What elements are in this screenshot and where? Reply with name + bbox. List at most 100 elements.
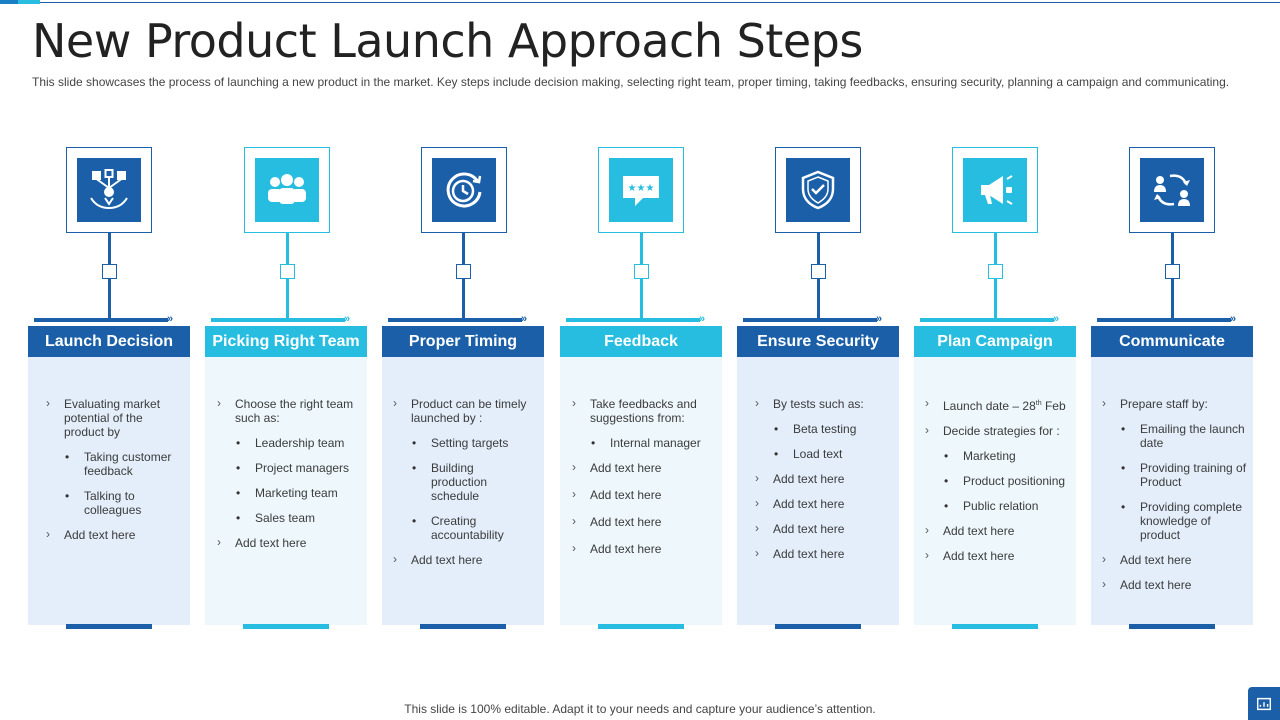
icon-frame [421, 147, 507, 233]
list-item: Take feedbacks and suggestions from: [572, 396, 712, 425]
double-chevron-icon: » [876, 313, 883, 325]
connector-node [102, 264, 117, 279]
svg-text:★★★: ★★★ [628, 183, 655, 194]
arrow-bar [34, 318, 168, 322]
icon-frame [66, 147, 152, 233]
arrow-bar [920, 318, 1054, 322]
arrow-bar [211, 318, 345, 322]
bottom-bar [1129, 624, 1215, 629]
list-item: Add text here [393, 552, 533, 567]
step-heading: Plan Campaign [914, 326, 1076, 357]
list-item: Decide strategies for : [925, 423, 1075, 438]
connector-node [456, 264, 471, 279]
sub-item: Internal manager [572, 436, 712, 450]
icon-frame: ★★★ [598, 147, 684, 233]
list-item: By tests such as: [755, 396, 895, 411]
footer-note: This slide is 100% editable. Adapt it to… [404, 702, 876, 716]
bottom-bar [952, 624, 1038, 629]
bottom-bar [420, 624, 506, 629]
step-picking-right-team: » Picking Right Team Choose the right te… [205, 147, 367, 629]
step-heading: Proper Timing [382, 326, 544, 357]
page-title: New Product Launch Approach Steps [32, 14, 863, 68]
step-panel: Take feedbacks and suggestions from: Int… [560, 357, 722, 625]
rating-chat-icon: ★★★ [609, 158, 673, 222]
sub-item: Building production schedule [393, 461, 533, 503]
list-item: Add text here [572, 460, 712, 475]
list-item: Add text here [572, 541, 712, 556]
step-heading: Launch Decision [28, 326, 190, 357]
list-item: Add text here [755, 521, 895, 536]
double-chevron-icon: » [1053, 313, 1060, 325]
list-item: Product can be timely launched by : [393, 396, 533, 425]
list-item: Prepare staff by: [1102, 396, 1252, 411]
list-item: Add text here [46, 527, 186, 542]
corner-logo-icon [1248, 687, 1280, 720]
step-launch-decision: » Launch Decision Evaluating market pote… [28, 147, 190, 629]
connector-node [811, 264, 826, 279]
icon-frame [775, 147, 861, 233]
sub-item: Emailing the launch date [1102, 422, 1252, 450]
step-panel: Evaluating market potential of the produ… [28, 357, 190, 625]
team-icon [255, 158, 319, 222]
megaphone-icon [963, 158, 1027, 222]
list-item: Add text here [755, 471, 895, 486]
arrow-bar [1097, 318, 1231, 322]
bottom-bar [243, 624, 329, 629]
list-item: Add text here [925, 523, 1075, 538]
list-item: Choose the right team such as: [217, 396, 357, 425]
list-item: Add text here [1102, 552, 1252, 567]
icon-frame [244, 147, 330, 233]
step-heading: Ensure Security [737, 326, 899, 357]
page-subtitle: This slide showcases the process of laun… [32, 75, 1230, 89]
step-plan-campaign: » Plan Campaign Launch date – 28th Feb D… [914, 147, 1076, 629]
list-item: Add text here [755, 496, 895, 511]
step-panel: Product can be timely launched by : Sett… [382, 357, 544, 625]
sub-item: Leadership team [217, 436, 357, 450]
sub-item: Public relation [925, 499, 1075, 513]
sub-item: Setting targets [393, 436, 533, 450]
arrow-bar [388, 318, 522, 322]
sub-item: Creating accountability [393, 514, 533, 542]
double-chevron-icon: » [1230, 313, 1237, 325]
step-feedback: ★★★ » Feedback Take feedbacks and sugges… [560, 147, 722, 629]
launch-month-text: Feb [1044, 399, 1066, 413]
clock-icon [432, 158, 496, 222]
step-panel: Launch date – 28th Feb Decide strategies… [914, 357, 1076, 625]
bottom-bar [775, 624, 861, 629]
sub-item: Providing training of Product [1102, 461, 1252, 489]
icon-frame [952, 147, 1038, 233]
arrow-bar [566, 318, 700, 322]
sub-item: Marketing team [217, 486, 357, 500]
step-proper-timing: » Proper Timing Product can be timely la… [382, 147, 544, 629]
shield-icon [786, 158, 850, 222]
sub-item: Providing complete knowledge of product [1102, 500, 1252, 542]
list-item: Add text here [925, 548, 1075, 563]
list-item: Add text here [572, 487, 712, 502]
step-panel: Prepare staff by: Emailing the launch da… [1091, 357, 1253, 625]
step-heading: Feedback [560, 326, 722, 357]
step-communicate: » Communicate Prepare staff by: Emailing… [1091, 147, 1253, 629]
arrow-bar [743, 318, 877, 322]
sub-item: Beta testing [755, 422, 895, 436]
connector-node [634, 264, 649, 279]
sub-item: Load text [755, 447, 895, 461]
step-heading: Communicate [1091, 326, 1253, 357]
top-accent-light [18, 0, 40, 4]
step-heading: Picking Right Team [205, 326, 367, 357]
connector-node [1165, 264, 1180, 279]
double-chevron-icon: » [699, 313, 706, 325]
list-item: Evaluating market potential of the produ… [46, 396, 186, 439]
sub-item: Product positioning [925, 474, 1075, 488]
step-panel: Choose the right team such as: Leadershi… [205, 357, 367, 625]
sub-item: Sales team [217, 511, 357, 525]
people-exchange-icon [1140, 158, 1204, 222]
step-panel: By tests such as: Beta testing Load text… [737, 357, 899, 625]
list-item: Launch date – 28th Feb [925, 396, 1075, 413]
bottom-bar [66, 624, 152, 629]
step-ensure-security: » Ensure Security By tests such as: Beta… [737, 147, 899, 629]
list-item: Add text here [572, 514, 712, 529]
list-item: Add text here [1102, 577, 1252, 592]
top-rule [0, 2, 1280, 3]
double-chevron-icon: » [344, 313, 351, 325]
sub-item: Taking customer feedback [46, 450, 186, 478]
